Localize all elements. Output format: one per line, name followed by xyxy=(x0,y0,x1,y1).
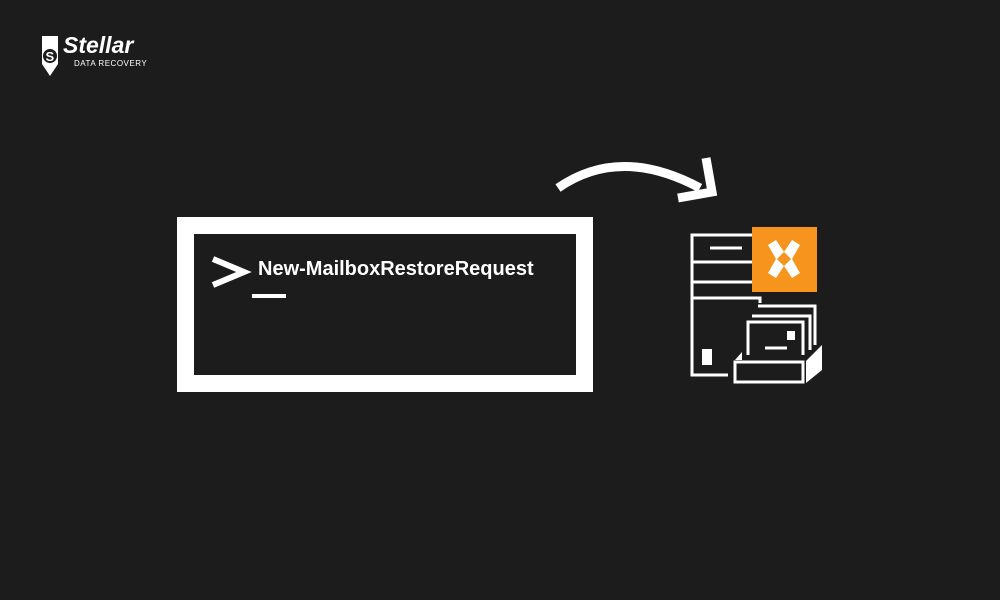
svg-text:S: S xyxy=(46,49,55,64)
logo-tagline: DATA RECOVERY xyxy=(74,59,148,68)
terminal-command: New-MailboxRestoreRequest xyxy=(258,258,534,280)
terminal-window xyxy=(177,217,593,392)
exchange-logo-icon xyxy=(752,227,817,292)
logo-brand: Stellar xyxy=(63,32,134,58)
prompt-icon xyxy=(211,256,286,298)
stellar-logo: S Stellar DATA RECOVERY xyxy=(30,32,160,80)
exchange-server-icon xyxy=(690,233,762,377)
curved-arrow-icon xyxy=(555,157,718,203)
shield-logo-icon: S xyxy=(42,36,58,76)
mailbox-drawer-icon xyxy=(733,304,822,384)
